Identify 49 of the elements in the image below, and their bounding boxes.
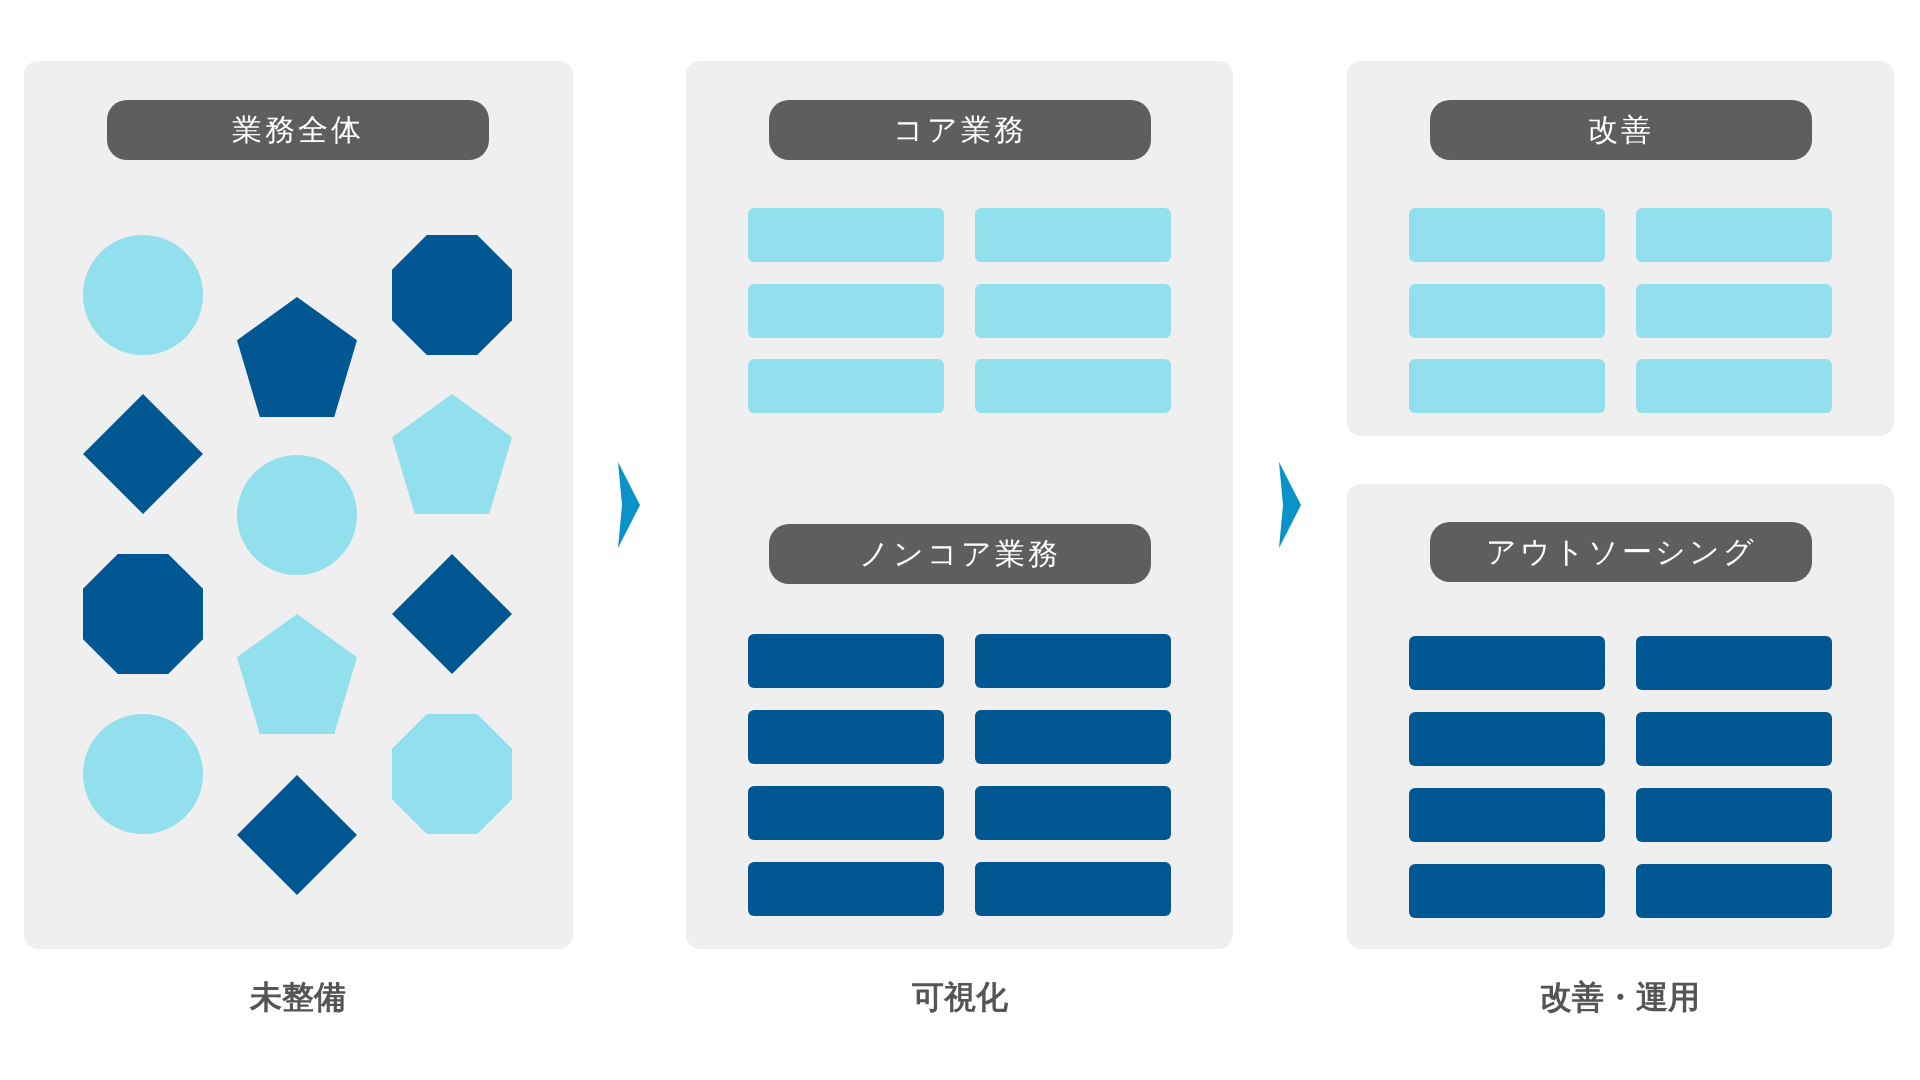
task-block <box>975 359 1171 413</box>
diamond-shape <box>237 775 357 895</box>
task-block <box>1636 284 1832 338</box>
task-block <box>1409 284 1605 338</box>
task-block <box>1409 208 1605 262</box>
task-block <box>1636 788 1832 842</box>
group-panel <box>686 61 1233 949</box>
pentagon-shape <box>237 297 357 417</box>
heading-pill: 改善 <box>1430 100 1812 160</box>
task-block <box>1409 712 1605 766</box>
task-block <box>748 634 944 688</box>
heading-pill: ノンコア業務 <box>769 524 1151 584</box>
task-block <box>748 786 944 840</box>
pentagon-shape <box>237 614 357 734</box>
task-block <box>748 284 944 338</box>
task-block <box>748 710 944 764</box>
task-block <box>975 786 1171 840</box>
task-block <box>975 862 1171 916</box>
task-block <box>748 359 944 413</box>
task-block <box>1409 788 1605 842</box>
task-block <box>1636 208 1832 262</box>
task-block <box>748 862 944 916</box>
diamond-shape <box>392 554 512 674</box>
diamond-shape <box>83 394 203 514</box>
heading-pill: コア業務 <box>769 100 1151 160</box>
task-block <box>975 634 1171 688</box>
group-panel <box>1347 484 1894 949</box>
heading-pill: アウトソーシング <box>1430 522 1812 582</box>
stage-caption: 改善・運用 <box>1539 977 1701 1018</box>
octagon-shape <box>392 714 512 834</box>
task-block <box>1409 864 1605 918</box>
group-panel <box>1347 61 1894 436</box>
octagon-shape <box>392 235 512 355</box>
group-panel <box>24 61 573 949</box>
task-block <box>748 208 944 262</box>
task-block <box>1409 359 1605 413</box>
task-block <box>1409 636 1605 690</box>
stage-caption: 可視化 <box>911 977 1009 1018</box>
pentagon-shape <box>392 394 512 514</box>
task-block <box>975 710 1171 764</box>
task-block <box>975 208 1171 262</box>
task-block <box>1636 359 1832 413</box>
stage-caption: 未整備 <box>249 977 347 1018</box>
task-block <box>1636 712 1832 766</box>
task-block <box>975 284 1171 338</box>
octagon-shape <box>83 554 203 674</box>
task-block <box>1636 636 1832 690</box>
task-block <box>1636 864 1832 918</box>
heading-pill: 業務全体 <box>107 100 489 160</box>
